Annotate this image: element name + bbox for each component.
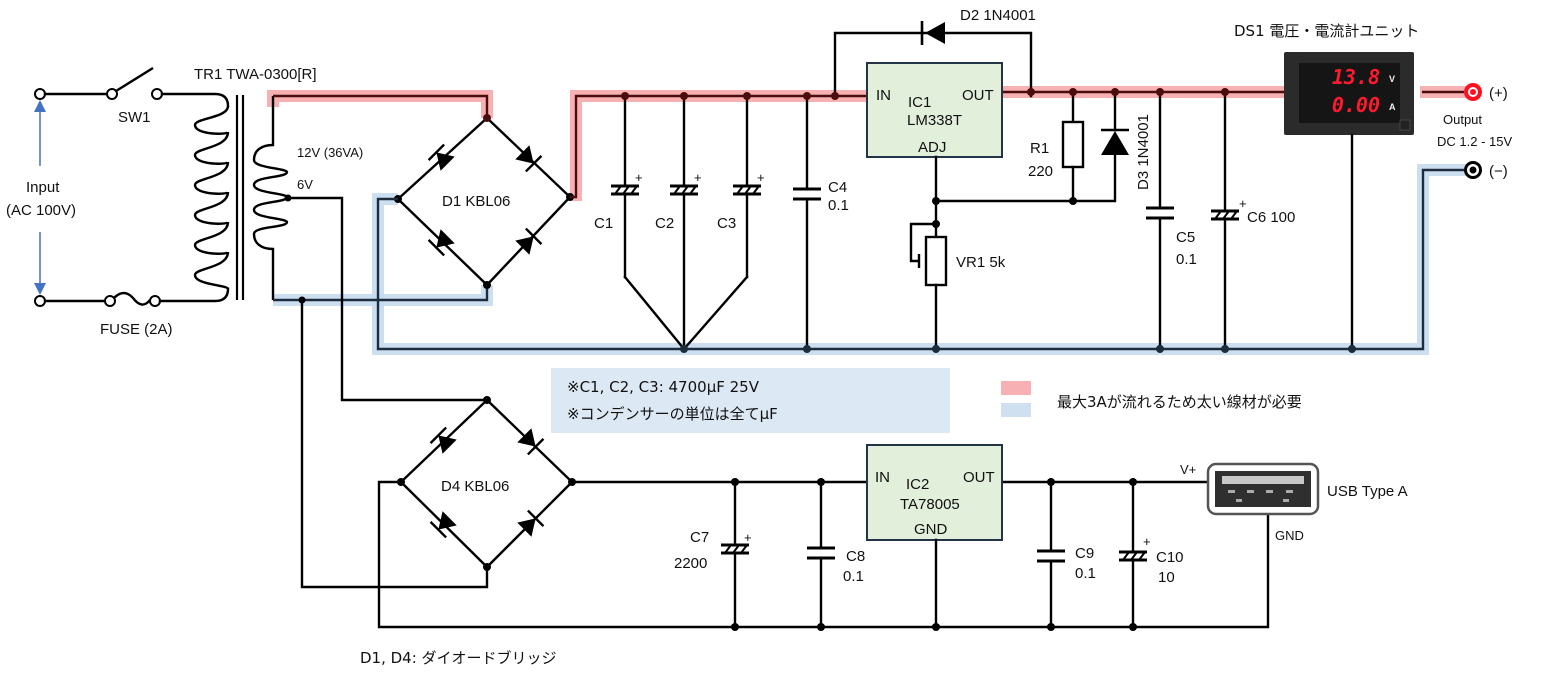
legend-text: 最大3Aが流れるため太い線材が必要 [1057,393,1302,411]
ic1-ref: IC1 [908,94,931,111]
c5-label: C5 [1176,229,1195,246]
capacitor-c10 [1117,478,1149,631]
ic2-out-pin: OUT [963,469,995,486]
ic1-lm338t [866,62,1003,158]
r1-value: 220 [1028,163,1053,180]
notes-box [551,368,950,433]
c10-value: 10 [1158,569,1175,586]
output-label: Output [1443,112,1482,127]
meter-voltage-unit: V [1389,74,1395,84]
d3-label: D3 1N4001 [1135,114,1152,190]
capacitor-c5 [1144,88,1176,353]
ic1-in-pin: IN [876,87,891,104]
legend-swatch-positive [1001,381,1031,395]
bridge-rectifier-d4 [397,396,576,571]
switch-label: SW1 [118,109,151,126]
capacitor-c2 [668,92,700,351]
ic1-adj-pin: ADJ [918,139,946,156]
c7-label: C7 [690,529,709,546]
c5-value: 0.1 [1176,251,1197,268]
output-plus-label: (+) [1489,85,1508,102]
transformer-label: TR1 TWA-0300[R] [194,66,317,83]
c4-label: C4 [828,179,847,196]
input-voltage-label: (AC 100V) [6,202,76,219]
switch-sw1[interactable] [43,66,230,108]
c6-label: C6 100 [1247,209,1295,226]
usb-gnd-label: GND [1275,528,1304,543]
vr1-label: VR1 5k [956,254,1006,271]
ic1-part: LM338T [907,112,962,129]
bridge-d1-label: D1 KBL06 [442,193,510,210]
capacitor-c8 [805,478,837,631]
c6-polarity: + [1239,196,1247,211]
fuse[interactable] [43,287,230,307]
c3-label: C3 [717,215,736,232]
ic2-ta78005 [866,444,1003,631]
d2-label: D2 1N4001 [960,7,1036,24]
ic2-gnd-pin: GND [914,521,948,538]
c1-polarity: + [635,170,643,185]
meter-voltage-reading: 13.8 [1332,65,1380,89]
c8-value: 0.1 [843,568,864,585]
capacitor-c6 [1209,88,1241,353]
meter-label: DS1 電圧・電流計ユニット [1234,22,1419,40]
c7-value: 2200 [674,555,707,572]
notes-line-1: ※C1, C2, C3: 4700μF 25V [567,378,760,396]
output-minus-label: (−) [1489,163,1508,180]
output-range-label: DC 1.2 - 15V [1437,134,1512,149]
c1-label: C1 [594,215,613,232]
diode-d3 [1101,88,1129,155]
fuse-label: FUSE (2A) [100,321,173,338]
bridge-note: D1, D4: ダイオードブリッジ [360,649,557,667]
transformer-tr1 [193,95,289,300]
ic2-ref: IC2 [906,476,929,493]
ic2-in-pin: IN [875,469,890,486]
legend-swatch-negative [1001,403,1031,417]
c2-label: C2 [655,215,674,232]
bridge-d4-label: D4 KBL06 [441,478,509,495]
c10-label: C10 [1156,549,1184,566]
c8-label: C8 [846,548,865,565]
usb-type-a-connector[interactable] [1206,462,1320,516]
variable-resistor-vr1[interactable] [909,220,948,353]
c7-polarity: + [744,530,752,545]
output-terminal-positive[interactable] [1464,83,1482,101]
capacitor-c9 [1035,478,1067,631]
capacitor-c1 [609,92,641,279]
c4-value: 0.1 [828,197,849,214]
ic2-part: TA78005 [900,496,960,513]
transformer-12v-label: 12V (36VA) [297,145,363,160]
c9-value: 0.1 [1075,565,1096,582]
resistor-r1 [1061,88,1085,203]
c2-polarity: + [694,170,702,185]
transformer-6v-label: 6V [297,177,313,192]
diode-d2 [831,21,1035,100]
notes-line-2: ※コンデンサーの単位は全てμF [567,405,778,423]
c9-label: C9 [1075,545,1094,562]
output-terminal-negative[interactable] [1464,161,1482,179]
capacitor-c7 [719,478,751,631]
usb-vplus-label: V+ [1180,462,1196,477]
c3-polarity: + [757,170,765,185]
input-terminals [34,88,46,307]
capacitor-c3 [731,92,763,279]
capacitor-c4 [791,92,823,353]
meter-current-unit: A [1389,102,1396,112]
ic1-out-pin: OUT [962,87,994,104]
meter-current-reading: 0.00 [1332,93,1380,117]
r1-label: R1 [1030,140,1049,157]
c10-polarity: + [1143,534,1151,549]
meter-ds1 [1284,52,1414,353]
usb-label: USB Type A [1327,483,1408,500]
input-label: Input [26,179,60,196]
